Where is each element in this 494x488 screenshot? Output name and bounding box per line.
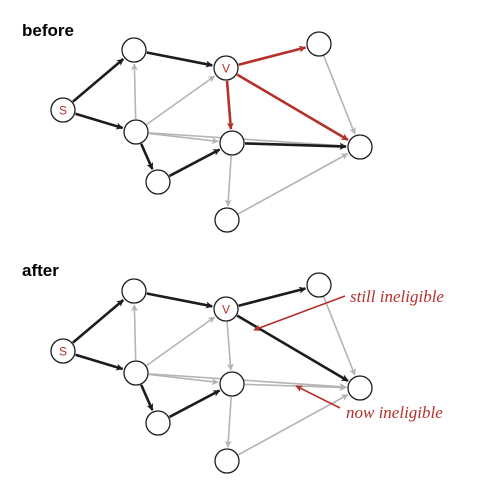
node-d bbox=[219, 130, 245, 156]
edge-v-d bbox=[226, 321, 234, 371]
edge-e-t bbox=[238, 394, 349, 456]
edge-a-v bbox=[146, 292, 213, 309]
node-v bbox=[213, 296, 239, 322]
edge-w-t bbox=[323, 296, 356, 376]
edge-s-a bbox=[72, 58, 125, 103]
node-s bbox=[50, 338, 76, 364]
edge-d-e bbox=[224, 155, 232, 207]
node-v bbox=[213, 55, 239, 81]
node-b bbox=[123, 119, 149, 145]
edge-b-t bbox=[148, 373, 347, 391]
edge-e-t bbox=[238, 153, 349, 215]
node-t bbox=[347, 134, 373, 160]
node-s bbox=[50, 97, 76, 123]
edge-layer bbox=[72, 45, 356, 215]
annotation-arrow-v-d bbox=[253, 295, 346, 332]
panel-title-before: before bbox=[22, 21, 74, 40]
node-w bbox=[306, 31, 332, 57]
node-e bbox=[214, 207, 240, 233]
edge-s-a bbox=[72, 299, 125, 344]
node-a bbox=[121, 37, 147, 63]
edge-d-e bbox=[224, 396, 232, 448]
node-c bbox=[145, 169, 171, 195]
edge-b-d bbox=[148, 373, 219, 386]
node-label-s: S bbox=[59, 104, 67, 118]
node-e bbox=[214, 448, 240, 474]
edge-b-c bbox=[140, 143, 154, 170]
node-c bbox=[145, 410, 171, 436]
edge-b-c bbox=[140, 384, 154, 411]
panel-before: SV bbox=[50, 31, 373, 233]
edge-v-t bbox=[236, 314, 349, 383]
annotation-text: still ineligible bbox=[350, 287, 444, 306]
edge-v-w bbox=[238, 286, 307, 308]
edge-v-w bbox=[238, 45, 307, 67]
edge-b-v bbox=[146, 75, 216, 126]
edge-a-v bbox=[146, 51, 213, 68]
node-label-s: S bbox=[59, 345, 67, 359]
edge-d-t bbox=[244, 142, 347, 150]
node-a bbox=[121, 278, 147, 304]
edge-s-b bbox=[75, 112, 124, 130]
edge-b-v bbox=[146, 316, 216, 367]
node-d bbox=[219, 371, 245, 397]
edge-c-d bbox=[168, 148, 221, 178]
edge-b-a bbox=[130, 304, 138, 361]
edge-b-t bbox=[148, 132, 347, 150]
edge-v-d bbox=[225, 80, 234, 130]
node-layer: SV bbox=[50, 272, 373, 474]
edge-w-t bbox=[323, 55, 356, 135]
edge-layer bbox=[72, 286, 356, 456]
node-w bbox=[306, 272, 332, 298]
node-label-v: V bbox=[222, 62, 230, 76]
node-t bbox=[347, 375, 373, 401]
edge-b-a bbox=[130, 63, 138, 120]
edge-b-d bbox=[148, 132, 219, 145]
annotation-arrow-d-t bbox=[295, 385, 341, 409]
edge-c-d bbox=[168, 389, 221, 419]
panel-title-after: after bbox=[22, 261, 59, 280]
node-b bbox=[123, 360, 149, 386]
edge-s-b bbox=[75, 353, 124, 371]
node-layer: SV bbox=[50, 31, 373, 233]
annotation-text: now ineligible bbox=[346, 403, 443, 422]
annotation-layer: still ineligible now ineligible bbox=[253, 287, 444, 422]
edge-v-t bbox=[236, 73, 349, 142]
node-label-v: V bbox=[222, 303, 230, 317]
